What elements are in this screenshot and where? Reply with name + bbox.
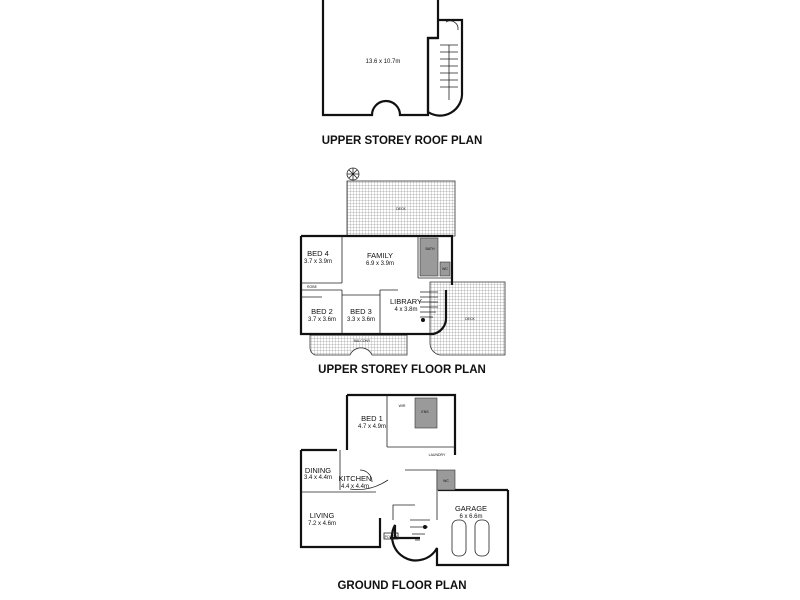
ens-label: ENS (421, 410, 429, 414)
room-kitchen-size: 4.4 x 4.4m (341, 484, 369, 490)
roof-area-label: 13.6 x 10.7m (366, 59, 401, 65)
bath-area (419, 237, 439, 277)
wir-label: WIR (399, 404, 406, 408)
room-bed4: BED 4 (307, 249, 329, 258)
room-living-size: 7.2 x 4.6m (308, 521, 336, 527)
ground-floor-title: GROUND FLOOR PLAN (337, 580, 466, 592)
car-icon (474, 519, 490, 557)
room-living: LIVING (310, 511, 335, 520)
stair-newel (421, 318, 425, 322)
deck-right (429, 281, 506, 356)
stair-newel (423, 525, 427, 529)
door-swing (445, 20, 459, 31)
ground-stair-treads (410, 519, 430, 541)
room-garage-size: 6 x 6.6m (459, 514, 482, 520)
room-bed1-size: 4.7 x 4.9m (358, 424, 386, 430)
car-icon (451, 519, 467, 557)
room-dining-size: 3.4 x 4.4m (304, 475, 332, 481)
room-bed1: BED 1 (361, 414, 383, 423)
balcony-label: BALCONY (354, 339, 371, 343)
laundry-label: LAUNDRY (429, 453, 446, 457)
upper-storey-plan: DECK DECK BALCONY BATH WC ROBE BED 4 3.7… (299, 167, 506, 376)
roof-plan: 13.6 x 10.7m UPPER STOREY ROOF PLAN (321, 0, 483, 147)
room-bed2-size: 3.7 x 3.6m (308, 317, 336, 323)
stair-tower (426, 18, 464, 117)
upper-storey-title: UPPER STOREY FLOOR PLAN (318, 364, 486, 376)
porch (383, 532, 399, 540)
room-bed4-size: 3.7 x 3.9m (304, 259, 332, 265)
room-family-size: 6.9 x 3.9m (366, 261, 394, 267)
upper-interior-walls (301, 236, 452, 334)
deck-top (346, 180, 456, 237)
upper-stair-treads (420, 291, 438, 318)
upper-exterior-walls (299, 234, 454, 336)
room-bed3-size: 3.3 x 3.6m (347, 317, 375, 323)
room-library: LIBRARY (390, 297, 422, 306)
kitchen-bench (349, 469, 389, 490)
deck-right-label: DECK (465, 317, 475, 321)
deck-top-label: DECK (396, 207, 406, 211)
room-bed3: BED 3 (350, 307, 372, 316)
wc-area-ground (436, 469, 456, 491)
wc-area (439, 261, 451, 277)
wc-label: WC (442, 267, 448, 271)
fan-icon-spokes (347, 168, 359, 180)
roof-plan-title: UPPER STOREY ROOF PLAN (322, 135, 483, 147)
porch-label: PORCH (385, 535, 398, 539)
balcony (309, 334, 408, 356)
room-dining: DINING (305, 466, 331, 475)
room-bed2: BED 2 (311, 307, 333, 316)
room-kitchen: KITCHEN (339, 474, 372, 483)
room-garage: GARAGE (455, 504, 487, 513)
ensuite-area (414, 397, 438, 429)
roof-outline (321, 0, 440, 117)
room-family: FAMILY (367, 251, 393, 260)
robe-label: ROBE (307, 285, 318, 289)
stair-treads (440, 44, 458, 100)
room-library-size: 4 x 3.8m (394, 307, 417, 313)
wc-ground-label: WC (443, 479, 449, 483)
ground-floor-plan: ENS WC WIR LAUNDRY PORCH BED 1 4.7 x 4.9… (299, 393, 510, 592)
ground-exterior-walls (299, 393, 510, 567)
bath-label: BATH (425, 247, 435, 251)
